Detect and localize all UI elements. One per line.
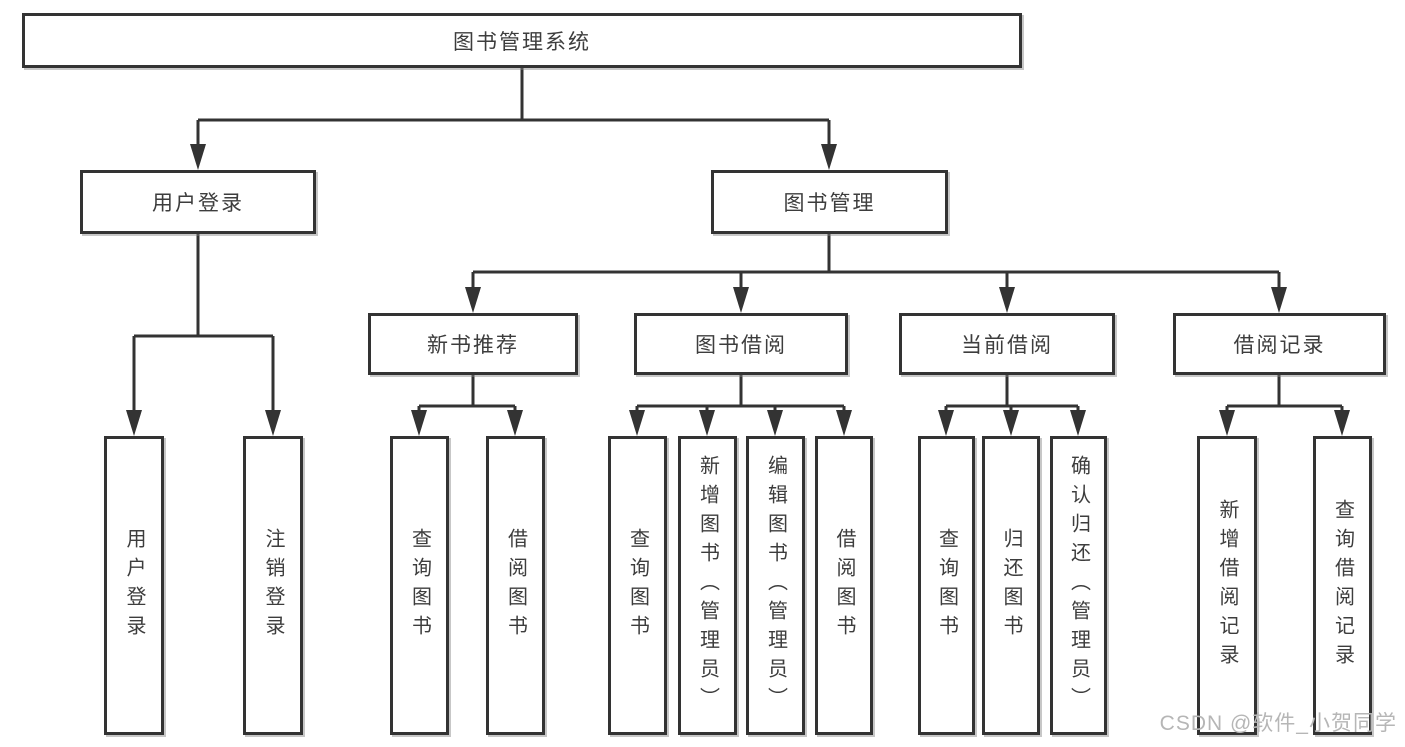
node-label: 新书推荐 <box>427 334 519 357</box>
leaf-user-login: 用户登录 <box>104 436 164 735</box>
leaf-label: 注销登录 <box>262 527 284 644</box>
leaf-label: 查询借阅记录 <box>1331 498 1354 673</box>
arrowhead <box>265 410 281 436</box>
connector-newbooks-to-leaves <box>417 375 517 416</box>
arrowhead <box>733 287 749 313</box>
leaf-add-borrow-record: 新增借阅记录 <box>1197 436 1257 735</box>
connector-bookborrow-to-leaves <box>635 375 846 416</box>
leaf-label: 新增图书（管理员） <box>696 455 719 716</box>
connector-bookmgmt-to-level3 <box>471 234 1281 293</box>
arrowhead <box>1070 410 1086 436</box>
leaf-label: 编辑图书（管理员） <box>764 455 787 716</box>
node-label: 图书管理 <box>783 192 876 215</box>
leaf-label: 查询图书 <box>626 527 649 644</box>
leaf-borrow-books: 借阅图书 <box>815 436 873 735</box>
node-borrowing-records: 借阅记录 <box>1173 313 1386 375</box>
node-label: 图书借阅 <box>695 334 787 357</box>
leaf-logout: 注销登录 <box>243 436 303 735</box>
node-book-management: 图书管理 <box>711 170 948 234</box>
arrowhead <box>126 410 142 436</box>
connector-userlogin-to-leaves <box>132 234 275 416</box>
node-label: 用户登录 <box>152 192 244 215</box>
arrowhead <box>1219 410 1235 436</box>
leaf-confirm-return-admin: 确认归还（管理员） <box>1050 436 1107 735</box>
arrowhead <box>699 410 715 436</box>
arrowhead <box>411 410 427 436</box>
arrowhead <box>836 410 852 436</box>
node-label: 当前借阅 <box>961 334 1053 357</box>
leaf-return-books: 归还图书 <box>982 436 1040 735</box>
leaf-label: 查询图书 <box>935 527 958 644</box>
leaf-query-books: 查询图书 <box>918 436 975 735</box>
node-book-borrowing: 图书借阅 <box>634 313 848 375</box>
connector-root-to-level2 <box>196 68 831 150</box>
arrowhead <box>821 144 837 170</box>
node-new-book-recommend: 新书推荐 <box>368 313 578 375</box>
leaf-label: 查询图书 <box>408 527 431 644</box>
leaf-label: 确认归还（管理员） <box>1067 455 1090 716</box>
leaf-borrow-books: 借阅图书 <box>486 436 545 735</box>
arrowhead <box>190 144 206 170</box>
leaf-edit-books-admin: 编辑图书（管理员） <box>746 436 805 735</box>
arrowhead <box>767 410 783 436</box>
node-user-login: 用户登录 <box>80 170 316 234</box>
leaf-label: 借阅图书 <box>833 527 855 644</box>
node-root-library-system: 图书管理系统 <box>22 13 1022 68</box>
leaf-query-books: 查询图书 <box>390 436 449 735</box>
csdn-watermark: CSDN @软件_小贺同学 <box>1159 712 1397 735</box>
arrowhead <box>999 287 1015 313</box>
node-label: 借阅记录 <box>1233 334 1326 357</box>
arrowhead <box>1271 287 1287 313</box>
node-label: 图书管理系统 <box>453 30 591 54</box>
node-current-borrowing: 当前借阅 <box>899 313 1115 375</box>
leaf-query-borrow-record: 查询借阅记录 <box>1313 436 1372 735</box>
arrowhead <box>1334 410 1350 436</box>
arrowhead <box>629 410 645 436</box>
connector-borrowrecords-to-leaves <box>1225 375 1344 416</box>
leaf-label: 用户登录 <box>123 527 145 644</box>
leaf-query-books: 查询图书 <box>608 436 667 735</box>
leaf-add-books-admin: 新增图书（管理员） <box>678 436 737 735</box>
arrowhead <box>507 410 523 436</box>
leaf-label: 借阅图书 <box>504 527 527 644</box>
leaf-label: 归还图书 <box>1000 527 1022 644</box>
arrowhead <box>938 410 954 436</box>
connector-currentborrow-to-leaves <box>944 375 1080 416</box>
arrowhead <box>465 287 481 313</box>
leaf-label: 新增借阅记录 <box>1216 498 1238 673</box>
arrowhead <box>1003 410 1019 436</box>
